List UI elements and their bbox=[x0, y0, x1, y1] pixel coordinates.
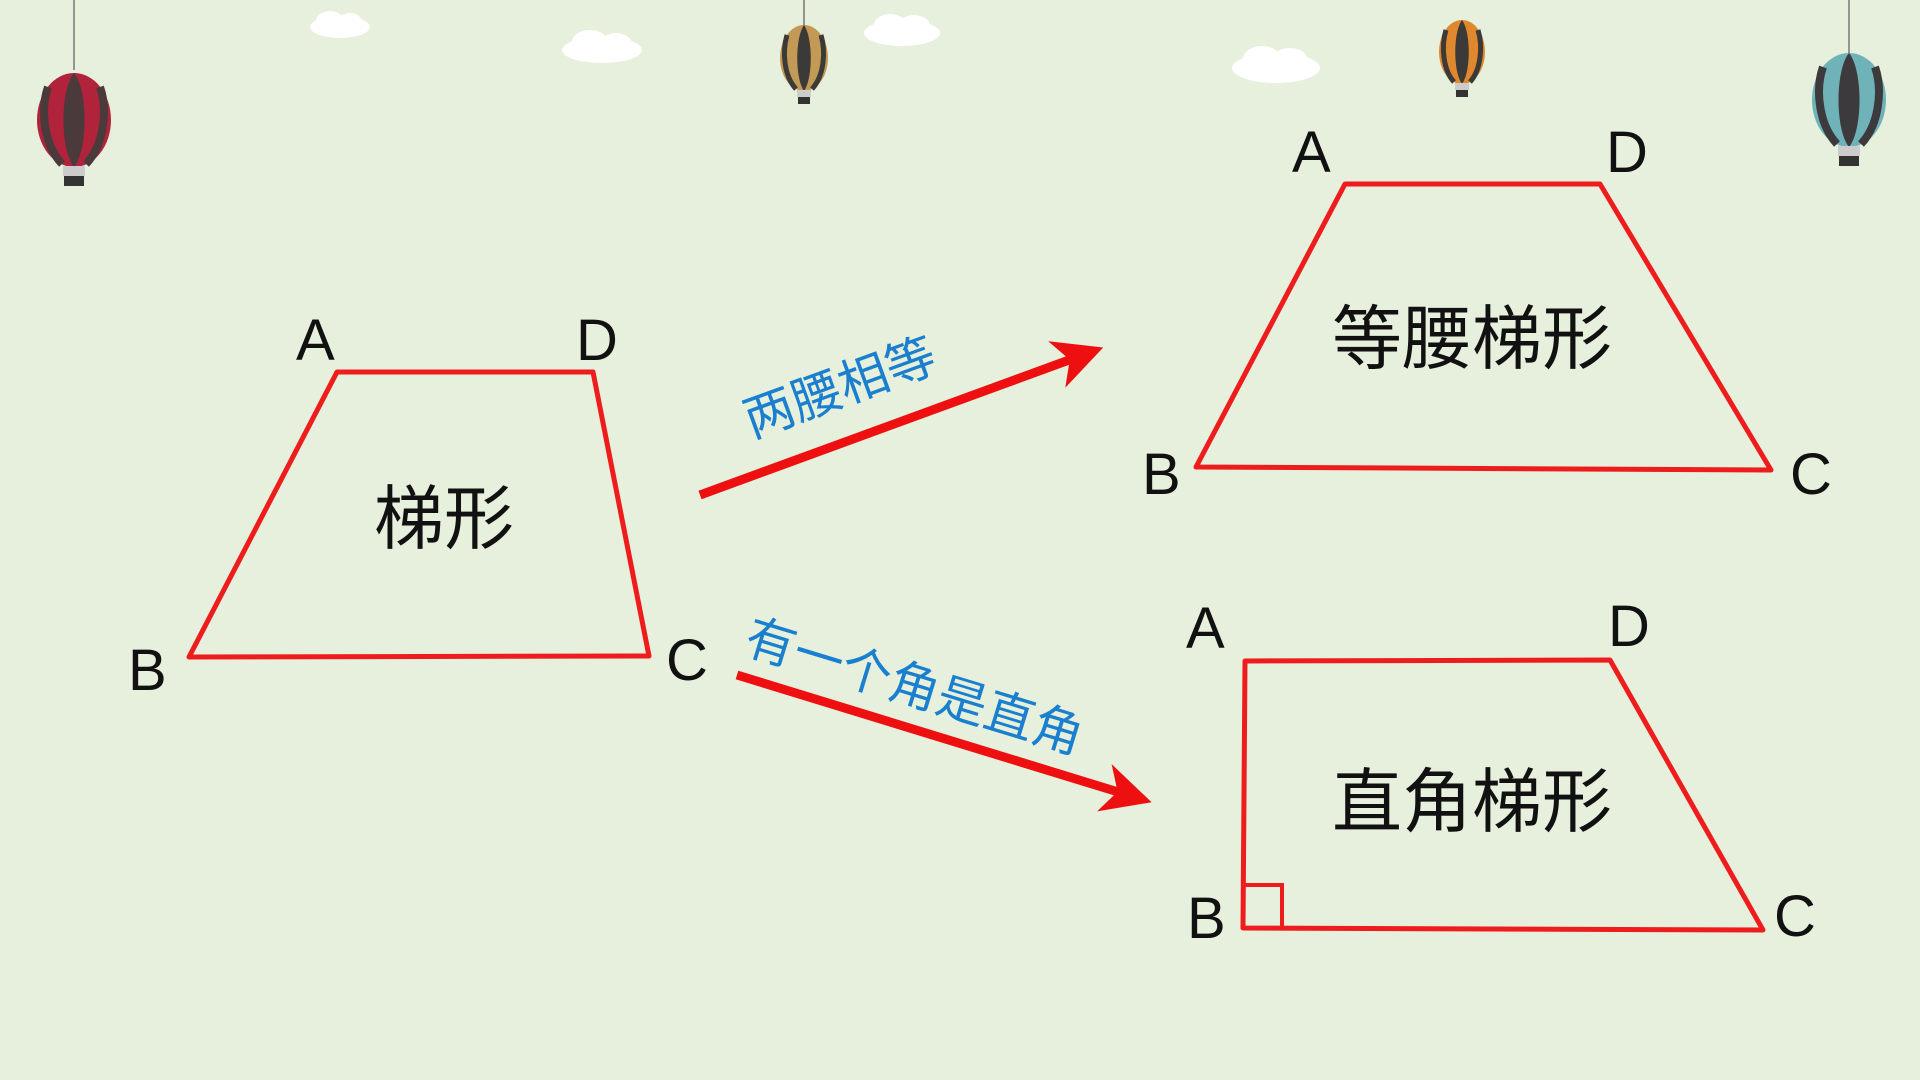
vertex-label-a: A bbox=[296, 308, 335, 373]
vertex-label-b: B bbox=[1187, 886, 1226, 951]
vertex-label-d: D bbox=[1606, 120, 1648, 185]
vertex-label-c: C bbox=[1774, 884, 1816, 949]
trapezoid: A D B C 梯形 bbox=[128, 308, 708, 703]
vertex-label-c: C bbox=[1790, 442, 1832, 507]
cloud-icon bbox=[562, 30, 642, 63]
arrow-line-top bbox=[698, 341, 1104, 500]
arrow-label-bottom: 有一个角是直角 bbox=[738, 608, 1090, 766]
right-angle-mark bbox=[1243, 883, 1284, 928]
isosceles-trapezoid: A D B C 等腰梯形 bbox=[1142, 120, 1832, 507]
trapezoid-outline bbox=[186, 369, 652, 660]
vertex-label-a: A bbox=[1186, 596, 1225, 661]
hot-air-balloon-icon bbox=[1812, 0, 1886, 166]
shape-name-isosceles-trapezoid: 等腰梯形 bbox=[1332, 298, 1612, 380]
hot-air-balloon-icon bbox=[37, 0, 111, 186]
arrow-isosceles: 两腰相等 bbox=[698, 326, 1104, 500]
shape-name-trapezoid: 梯形 bbox=[374, 478, 514, 560]
cloud-icon bbox=[864, 14, 940, 46]
vertex-label-b: B bbox=[128, 638, 167, 703]
arrow-right-angle: 有一个角是直角 bbox=[735, 608, 1152, 812]
vertex-label-d: D bbox=[576, 308, 618, 373]
arrow-label-top: 两腰相等 bbox=[736, 326, 944, 449]
hot-air-balloon-icon bbox=[1439, 20, 1485, 97]
vertex-label-c: C bbox=[666, 628, 708, 693]
shape-name-right-trapezoid: 直角梯形 bbox=[1332, 761, 1612, 843]
isosceles-trapezoid-outline bbox=[1193, 181, 1774, 473]
right-trapezoid: A D B C 直角梯形 bbox=[1186, 594, 1816, 951]
arrow-line-bottom bbox=[735, 670, 1152, 812]
vertex-label-d: D bbox=[1608, 594, 1650, 659]
hot-air-balloon-icon bbox=[780, 0, 828, 104]
vertex-label-a: A bbox=[1292, 120, 1331, 185]
right-trapezoid-outline bbox=[1240, 657, 1766, 933]
vertex-label-b: B bbox=[1142, 442, 1181, 507]
cloud-icon bbox=[1232, 46, 1320, 83]
cloud-icon bbox=[310, 11, 370, 38]
